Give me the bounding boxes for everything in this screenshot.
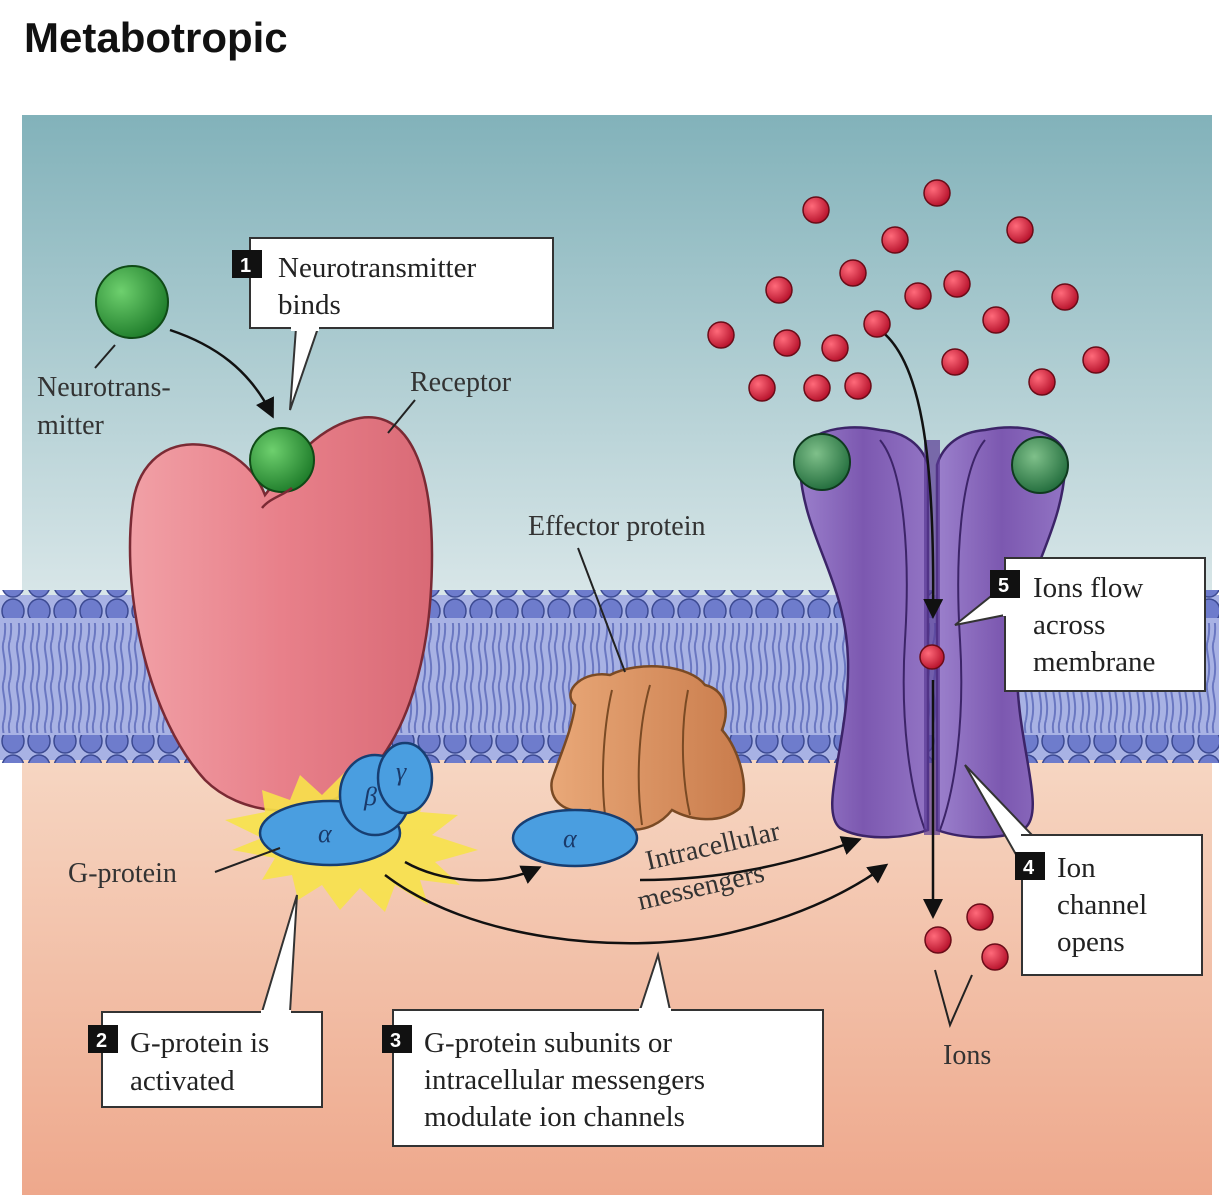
intracellular-ions	[924, 903, 1009, 971]
label-neurotransmitter-line2: mitter	[37, 410, 105, 441]
arrow-to-channel-lower	[384, 863, 889, 945]
callout-3-number: 3	[390, 1030, 401, 1052]
channel-ligand-left	[793, 433, 851, 491]
callout-4-number: 4	[1023, 857, 1035, 879]
label-receptor: Receptor	[410, 367, 512, 398]
label-effector-protein: Effector protein	[528, 511, 706, 542]
arrow-to-channel-upper	[639, 836, 862, 882]
bound-neurotransmitter	[249, 427, 315, 493]
ion-channel	[793, 426, 1069, 839]
effector-alpha-subunit	[511, 808, 639, 868]
callout-2-line2: activated	[130, 1065, 235, 1097]
g-protein-pointer	[214, 847, 281, 873]
callout-2-line1: G-protein is	[130, 1027, 269, 1059]
callout-5-line2: across	[1033, 609, 1105, 641]
callout-5-line3: membrane	[1033, 646, 1155, 678]
neurotransmitter-molecule	[95, 265, 169, 339]
callout-3-line1: G-protein subunits or	[424, 1027, 672, 1059]
page-title: Metabotropic	[24, 14, 288, 61]
callout-2: 2 G-protein is activated	[88, 894, 323, 1108]
effector-alpha-label: α	[563, 824, 578, 853]
callout-1-line1: Neurotransmitter	[278, 252, 476, 284]
callout-5-line1: Ions flow	[1033, 572, 1143, 604]
callout-5-number: 5	[998, 575, 1009, 597]
callout-4: 4 Ion channel opens	[964, 764, 1203, 976]
ion-in-pore	[919, 644, 945, 670]
callout-4-line3: opens	[1057, 926, 1125, 958]
callout-1-number: 1	[240, 255, 251, 277]
callout-3: 3 G-protein subunits or intracellular me…	[382, 951, 824, 1147]
callout-1-line2: binds	[278, 289, 341, 321]
callout-5: 5 Ions flow across membrane	[954, 557, 1206, 692]
effector-protein: α	[511, 665, 746, 868]
receptor-protein	[128, 399, 434, 812]
label-ions: Ions	[943, 1040, 991, 1071]
g-protein: α β γ	[258, 741, 434, 867]
effector-pointer	[577, 547, 626, 673]
receptor-pointer	[387, 399, 416, 434]
g-protein-gamma	[376, 741, 434, 815]
callout-4-line2: channel	[1057, 889, 1147, 921]
ions-pointer	[934, 969, 973, 1028]
label-g-protein: G-protein	[68, 858, 177, 889]
bind-arrow	[169, 328, 274, 419]
neurotransmitter-pointer	[94, 344, 116, 369]
arrow-to-effector	[404, 860, 542, 884]
callout-2-number: 2	[96, 1030, 107, 1052]
gamma-label: γ	[396, 757, 407, 786]
channel-ligand-right	[1011, 436, 1069, 494]
ion-flow-arrow-upper	[879, 329, 944, 619]
beta-label: β	[363, 782, 377, 811]
label-neurotransmitter-line1: Neurotrans-	[37, 372, 171, 403]
callout-3-line2: intracellular messengers	[424, 1064, 705, 1096]
callout-3-line3: modulate ion channels	[424, 1101, 685, 1133]
callout-4-line1: Ion	[1057, 852, 1096, 884]
extracellular-ions	[707, 179, 1110, 402]
callout-1: 1 Neurotransmitter binds	[232, 237, 554, 411]
alpha-label: α	[318, 819, 333, 848]
